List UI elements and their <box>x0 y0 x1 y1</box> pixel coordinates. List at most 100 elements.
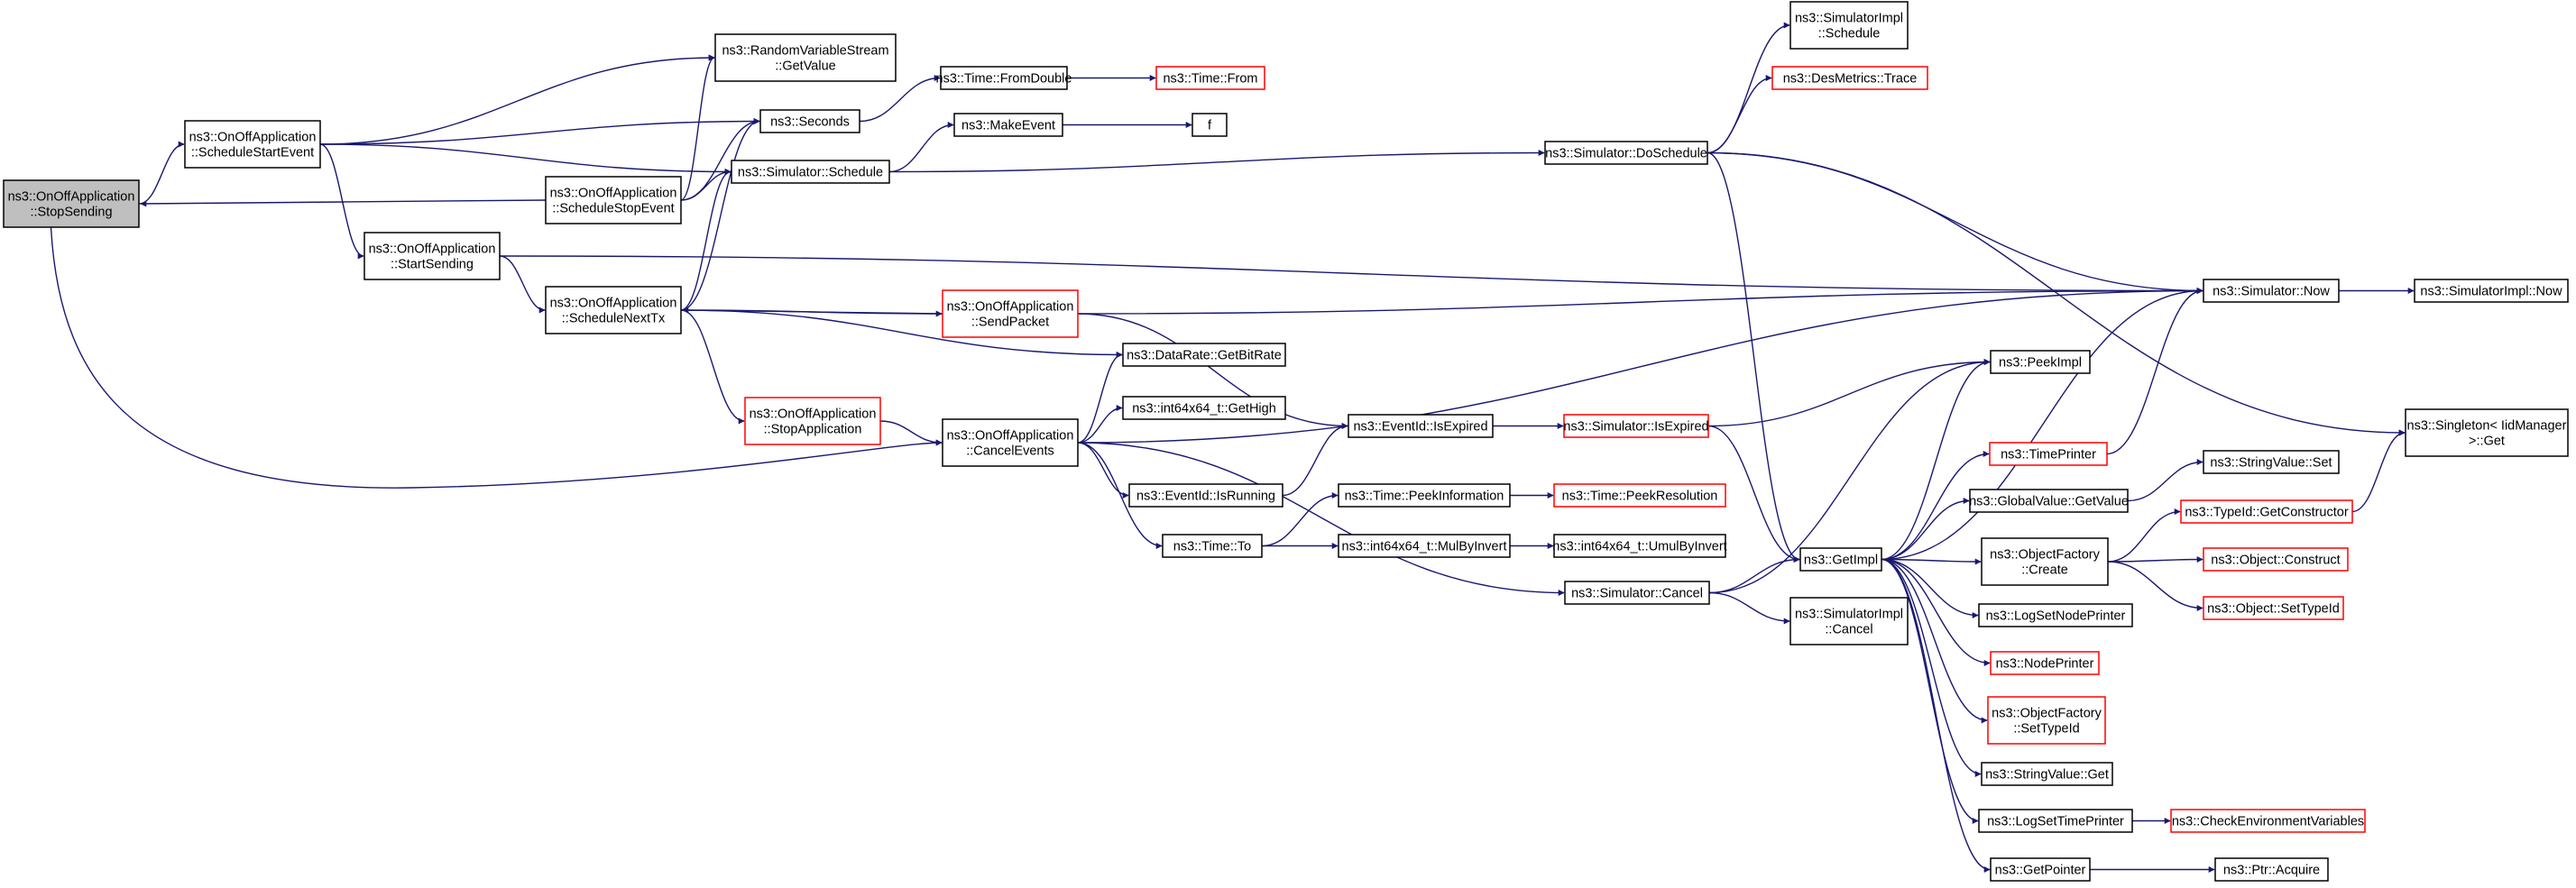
node-schedulestopevent[interactable]: ns3::OnOffApplication::ScheduleStopEvent <box>545 176 682 224</box>
node-box <box>184 120 321 169</box>
edge-sendpacket-to-sim-now <box>1077 288 2203 315</box>
edge-schedulestartevent-to-rvs-getvalue <box>319 54 715 145</box>
node-label: ns3::GetImpl <box>1804 554 1878 568</box>
node-singleton-get[interactable]: ns3::Singleton< IidManager >::Get <box>2405 408 2569 457</box>
node-sim-isexpired[interactable]: ns3::Simulator::IsExpired <box>1563 414 1709 438</box>
node-box <box>1978 809 2133 833</box>
node-time-from[interactable]: ns3::Time::From <box>1155 66 1265 90</box>
node-box <box>1989 442 2108 466</box>
edge-timeprinter-to-sim-now <box>2106 288 2203 455</box>
edge-cancelevents-to-time-to <box>1077 442 1163 549</box>
node-peekimpl[interactable]: ns3::PeekImpl <box>1990 350 2091 374</box>
node-box <box>1128 483 1283 508</box>
node-time-fromdouble[interactable]: ns3::Time::FromDouble <box>936 66 1072 90</box>
node-label: ns3::LogSetTimePrinter <box>1987 815 2124 829</box>
node-stringvalue-get[interactable]: ns3::StringValue::Get <box>1981 762 2113 786</box>
node-box <box>940 66 1068 90</box>
edge-objectfactory-create-to-object-settypeid <box>2107 561 2203 611</box>
node-typeid-getconstructor[interactable]: ns3::TypeId::GetConstructor <box>2180 499 2353 524</box>
node-timeprinter[interactable]: ns3::TimePrinter <box>1989 442 2108 466</box>
node-stopapplication[interactable]: ns3::OnOffApplication::StopApplication <box>744 397 881 445</box>
node-logsettimeprinter[interactable]: ns3::LogSetTimePrinter <box>1978 809 2133 833</box>
node-label: ns3::Time::PeekInformation <box>1345 490 1504 504</box>
node-box <box>1981 762 2113 786</box>
node-sim-cancel[interactable]: ns3::Simulator::Cancel <box>1564 581 1710 605</box>
node-gethigh[interactable]: ns3::int64x64_t::GetHigh <box>1122 396 1286 420</box>
node-label: ::StopSending <box>30 206 112 220</box>
node-object-settypeid[interactable]: ns3::Object::SetTypeId <box>2203 596 2344 620</box>
node-desmetrics-trace[interactable]: ns3::DesMetrics::Trace <box>1771 66 1928 90</box>
node-getbitrate[interactable]: ns3::DataRate::GetBitRate <box>1122 343 1286 367</box>
node-seconds[interactable]: ns3::Seconds <box>759 109 860 133</box>
node-label: ns3::Object::SetTypeId <box>2207 602 2340 617</box>
node-rvs-getvalue[interactable]: ns3::RandomVariableStream::GetValue <box>714 33 897 82</box>
node-getpointer[interactable]: ns3::GetPointer <box>1990 857 2091 882</box>
edge-time-to-to-peekinformation <box>1261 492 1339 547</box>
node-objectfactory-create[interactable]: ns3::ObjectFactory::Create <box>1981 537 2109 586</box>
node-objectfactory-settypeid[interactable]: ns3::ObjectFactory::SetTypeId <box>1987 696 2106 745</box>
node-stopsending[interactable]: ns3::OnOffApplication::StopSending <box>3 179 140 228</box>
node-sim-schedule[interactable]: ns3::Simulator::Schedule <box>731 160 890 184</box>
node-box <box>1162 534 1263 558</box>
node-startsending[interactable]: ns3::OnOffApplication::StartSending <box>363 232 501 280</box>
node-nodeprinter[interactable]: ns3::NodePrinter <box>1990 651 2100 675</box>
node-checkenvvars[interactable]: ns3::CheckEnvironmentVariables <box>2170 809 2366 833</box>
node-label: ns3::OnOffApplication <box>947 300 1074 315</box>
node-schedulenexttx[interactable]: ns3::OnOffApplication::ScheduleNextTx <box>545 286 682 334</box>
node-box <box>1338 483 1511 508</box>
node-f[interactable]: f <box>1191 113 1228 137</box>
edge-schedulestopevent-to-stopsending <box>140 199 547 207</box>
node-globalvalue-getvalue[interactable]: ns3::GlobalValue::GetValue <box>1969 489 2129 513</box>
edge-schedulestartevent-to-seconds <box>319 118 760 145</box>
node-logsetnodeprinter[interactable]: ns3::LogSetNodePrinter <box>1978 603 2133 627</box>
node-time-to[interactable]: ns3::Time::To <box>1162 534 1263 558</box>
node-isrunning[interactable]: ns3::EventId::IsRunning <box>1128 483 1283 508</box>
edge-sim-isexpired-to-peekimpl <box>1707 359 1991 427</box>
node-box <box>2180 499 2353 524</box>
node-label: ns3::GetPointer <box>1995 864 2086 878</box>
node-box <box>2203 547 2349 572</box>
node-label: ns3::Object::Construct <box>2211 554 2340 568</box>
edge-doschedule-to-desmetrics-trace <box>1707 75 1772 154</box>
node-label: ::ScheduleStopEvent <box>552 202 674 216</box>
node-box <box>714 33 897 82</box>
node-ptr-acquire[interactable]: ns3::Ptr::Acquire <box>2214 857 2329 882</box>
edge-schedulestopevent-to-sim-schedule <box>680 169 731 201</box>
node-doschedule[interactable]: ns3::Simulator::DoSchedule <box>1544 141 1708 165</box>
edge-getimpl-to-logsetnodeprinter <box>1881 558 1979 618</box>
node-label: ns3::ObjectFactory <box>1990 548 2100 563</box>
node-makeevent[interactable]: ns3::MakeEvent <box>953 113 1063 137</box>
node-simimpl-cancel[interactable]: ns3::SimulatorImpl::Cancel <box>1789 597 1909 645</box>
node-getimpl[interactable]: ns3::GetImpl <box>1799 547 1882 572</box>
node-object-construct[interactable]: ns3::Object::Construct <box>2203 547 2349 572</box>
node-label: ns3::ObjectFactory <box>1992 707 2102 721</box>
node-label: ns3::Time::FromDouble <box>936 72 1072 87</box>
node-eventid-isexpired[interactable]: ns3::EventId::IsExpired <box>1348 414 1494 438</box>
node-mulbyinvert[interactable]: ns3::int64x64_t::MulByInvert <box>1338 534 1511 558</box>
node-box <box>1564 581 1710 605</box>
node-simimpl-schedule[interactable]: ns3::SimulatorImpl::Schedule <box>1789 1 1909 50</box>
edge-objectfactory-create-to-typeid-getconstructor <box>2107 508 2181 563</box>
node-box <box>2405 408 2569 457</box>
node-umulbyinvert[interactable]: ns3::int64x64_t::UmulByInvert <box>1552 534 1727 558</box>
node-stringvalue-set[interactable]: ns3::StringValue::Set <box>2203 450 2340 474</box>
node-peekinformation[interactable]: ns3::Time::PeekInformation <box>1338 483 1511 508</box>
edge-sim-schedule-to-makeevent <box>888 122 954 173</box>
node-simimpl-now[interactable]: ns3::SimulatorImpl::Now <box>2414 279 2569 303</box>
edge-cancelevents-to-sim-now <box>1077 288 2203 444</box>
node-peekresolution[interactable]: ns3::Time::PeekResolution <box>1553 483 1726 508</box>
node-box <box>545 286 682 334</box>
edge-schedulestartevent-to-startsending <box>319 143 364 260</box>
node-box <box>1771 66 1928 90</box>
node-box <box>2203 450 2340 474</box>
node-label: ns3::Simulator::Cancel <box>1571 587 1703 601</box>
edge-getimpl-to-objectfactory-create <box>1881 558 1982 565</box>
node-schedulestartevent[interactable]: ns3::OnOffApplication::ScheduleStartEven… <box>184 120 321 169</box>
node-label: ns3::EventId::IsRunning <box>1136 490 1275 504</box>
node-cancelevents[interactable]: ns3::OnOffApplication::CancelEvents <box>942 418 1079 467</box>
node-label: ns3::DesMetrics::Trace <box>1783 72 1918 87</box>
node-sim-now[interactable]: ns3::Simulator::Now <box>2203 279 2340 303</box>
node-sendpacket[interactable]: ns3::OnOffApplication::SendPacket <box>942 289 1079 338</box>
edge-cancelevents-to-gethigh <box>1077 405 1123 444</box>
